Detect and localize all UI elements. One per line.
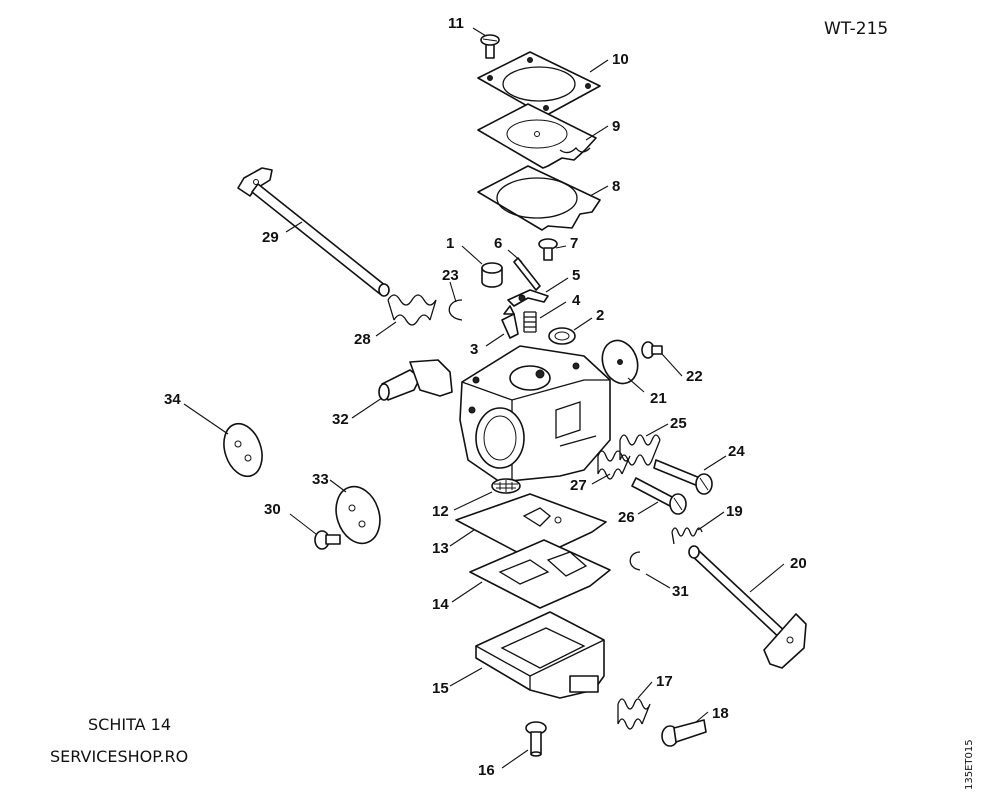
part-12-strainer bbox=[491, 478, 521, 494]
part-16-screw bbox=[525, 721, 547, 757]
part-3-inlet-needle bbox=[501, 305, 519, 339]
part-23-clip bbox=[448, 299, 463, 321]
callout-21: 21 bbox=[650, 390, 667, 407]
callout-31: 31 bbox=[672, 583, 689, 600]
part-33-choke-plate bbox=[335, 485, 381, 545]
callout-34: 34 bbox=[164, 391, 181, 408]
part-8-gasket bbox=[477, 165, 601, 231]
callout-9: 9 bbox=[612, 118, 620, 135]
callout-26: 26 bbox=[618, 509, 635, 526]
part-30-screw bbox=[314, 530, 341, 550]
part-10-cover-plate bbox=[477, 51, 601, 117]
part-17-spring bbox=[617, 698, 651, 730]
callout-4: 4 bbox=[572, 292, 581, 309]
part-7-screw bbox=[538, 238, 558, 261]
callout-20: 20 bbox=[790, 555, 807, 572]
part-27-spring bbox=[597, 450, 631, 480]
callout-7: 7 bbox=[570, 235, 578, 252]
callout-labels: 11 10 9 8 7 1 6 5 4 3 2 23 29 28 32 21 2… bbox=[164, 15, 807, 779]
part-28-spring bbox=[387, 294, 437, 326]
part-34-throttle-plate bbox=[223, 422, 263, 478]
part-11-screw bbox=[480, 34, 500, 59]
callout-17: 17 bbox=[656, 673, 673, 690]
callout-15: 15 bbox=[432, 680, 449, 697]
callout-8: 8 bbox=[612, 178, 620, 195]
callout-18: 18 bbox=[712, 705, 729, 722]
part-15-metering-cover bbox=[475, 611, 605, 699]
callout-29: 29 bbox=[262, 229, 279, 246]
callout-13: 13 bbox=[432, 540, 449, 557]
callout-19: 19 bbox=[726, 503, 743, 520]
footer-line-2: SERVICESHOP.RO bbox=[50, 747, 188, 766]
callout-11: 11 bbox=[448, 15, 464, 32]
callout-16: 16 bbox=[478, 762, 495, 779]
part-25-spring bbox=[619, 434, 661, 466]
part-2-ring bbox=[548, 327, 576, 345]
part-26-adjusting-screw bbox=[631, 477, 687, 515]
callout-24: 24 bbox=[728, 443, 745, 460]
part-9-pump-diaphragm bbox=[477, 103, 597, 169]
callout-30: 30 bbox=[264, 501, 281, 518]
part-20-throttle-shaft bbox=[688, 545, 807, 669]
callout-22: 22 bbox=[686, 368, 703, 385]
part-4-spring bbox=[523, 311, 537, 333]
callout-2: 2 bbox=[596, 307, 604, 324]
callout-33: 33 bbox=[312, 471, 329, 488]
part-32-elbow-fitting bbox=[378, 359, 453, 401]
part-18-screw bbox=[661, 719, 707, 747]
part-5-inlet-lever bbox=[507, 289, 549, 307]
figure-code: 135ET015 bbox=[964, 739, 975, 790]
callout-3: 3 bbox=[470, 341, 478, 358]
callout-32: 32 bbox=[332, 411, 349, 428]
callout-12: 12 bbox=[432, 503, 449, 520]
part-carburetor-body bbox=[459, 345, 611, 483]
callout-28: 28 bbox=[354, 331, 371, 348]
part-29-choke-shaft bbox=[237, 167, 390, 297]
model-code: WT-215 bbox=[824, 19, 888, 39]
part-22-screw bbox=[641, 341, 663, 359]
callout-14: 14 bbox=[432, 596, 449, 613]
callout-1: 1 bbox=[446, 235, 454, 252]
part-6-pin bbox=[513, 257, 541, 291]
part-19-spring bbox=[671, 527, 703, 545]
callout-27: 27 bbox=[570, 477, 587, 494]
leader-lines bbox=[183, 27, 785, 769]
callout-5: 5 bbox=[572, 267, 580, 284]
callout-25: 25 bbox=[670, 415, 687, 432]
part-21-disc bbox=[601, 339, 639, 385]
part-31-clip bbox=[629, 551, 641, 571]
callout-10: 10 bbox=[612, 51, 629, 68]
callout-23: 23 bbox=[442, 267, 459, 284]
part-14-metering-diaphragm bbox=[469, 539, 611, 609]
footer-line-1: SCHITA 14 bbox=[88, 715, 171, 734]
part-24-adjusting-screw bbox=[653, 459, 713, 495]
part-1-cap bbox=[481, 262, 503, 288]
callout-6: 6 bbox=[494, 235, 502, 252]
